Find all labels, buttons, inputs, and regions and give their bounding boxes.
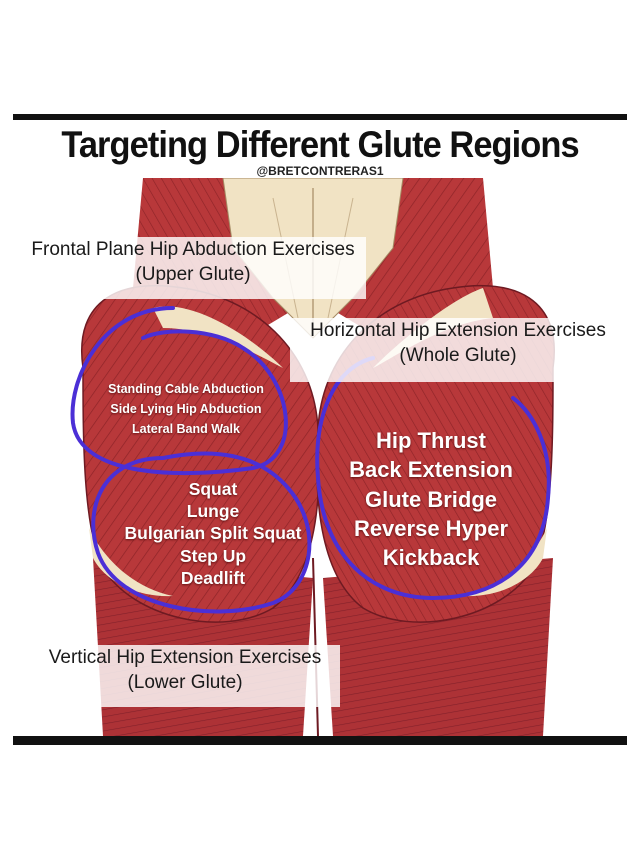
lower-glute-heading: Vertical Hip Extension Exercises (48, 647, 322, 668)
whole-glute-subheading: (Whole Glute) (399, 345, 517, 367)
upper-glute-heading: Frontal Plane Hip Abduction Exercises (31, 239, 355, 260)
exercise-item: Reverse Hyper (353, 515, 509, 541)
exercise-item: Deadlift (180, 567, 246, 588)
lower-glute-label: Vertical Hip Extension Exercises (Lower … (30, 645, 340, 707)
exercise-item: Squat (188, 479, 238, 499)
right-it-band (463, 528, 547, 597)
page-title: Targeting Different Glute Regions (61, 124, 579, 165)
exercise-item: Back Extension (349, 457, 513, 483)
top-rule (13, 114, 627, 120)
whole-glute-exercise-list: Hip Thrust Back Extension Glute Bridge R… (340, 426, 522, 572)
bottom-rule (13, 736, 627, 745)
author-handle: @BRETCONTRERAS1 (256, 164, 384, 178)
whole-glute-label: Horizontal Hip Extension Exercises (Whol… (290, 318, 626, 382)
exercise-item: Lunge (186, 501, 240, 522)
exercise-item: Step Up (179, 545, 247, 566)
upper-glute-exercise-list: Standing Cable Abduction Side Lying Hip … (100, 379, 272, 439)
exercise-item: Bulgarian Split Squat (124, 523, 302, 544)
exercise-item: Glute Bridge (364, 486, 497, 512)
upper-glute-ring (70, 306, 288, 476)
exercise-item: Kickback (382, 545, 480, 570)
exercise-item: Lateral Band Walk (132, 422, 240, 436)
exercise-item: Hip Thrust (376, 428, 486, 453)
lower-glute-exercise-list: Squat Lunge Bulgarian Split Squat Step U… (118, 478, 308, 589)
upper-glute-subheading: (Upper Glute) (135, 264, 251, 286)
lower-glute-subheading: (Lower Glute) (127, 672, 243, 694)
left-it-band (89, 528, 173, 597)
exercise-item: Standing Cable Abduction (108, 382, 264, 396)
exercise-item: Side Lying Hip Abduction (110, 402, 262, 416)
upper-glute-label: Frontal Plane Hip Abduction Exercises (U… (20, 237, 366, 299)
whole-glute-heading: Horizontal Hip Extension Exercises (310, 320, 606, 341)
whole-glute-ring (315, 356, 551, 601)
lower-glute-ring (91, 451, 312, 614)
